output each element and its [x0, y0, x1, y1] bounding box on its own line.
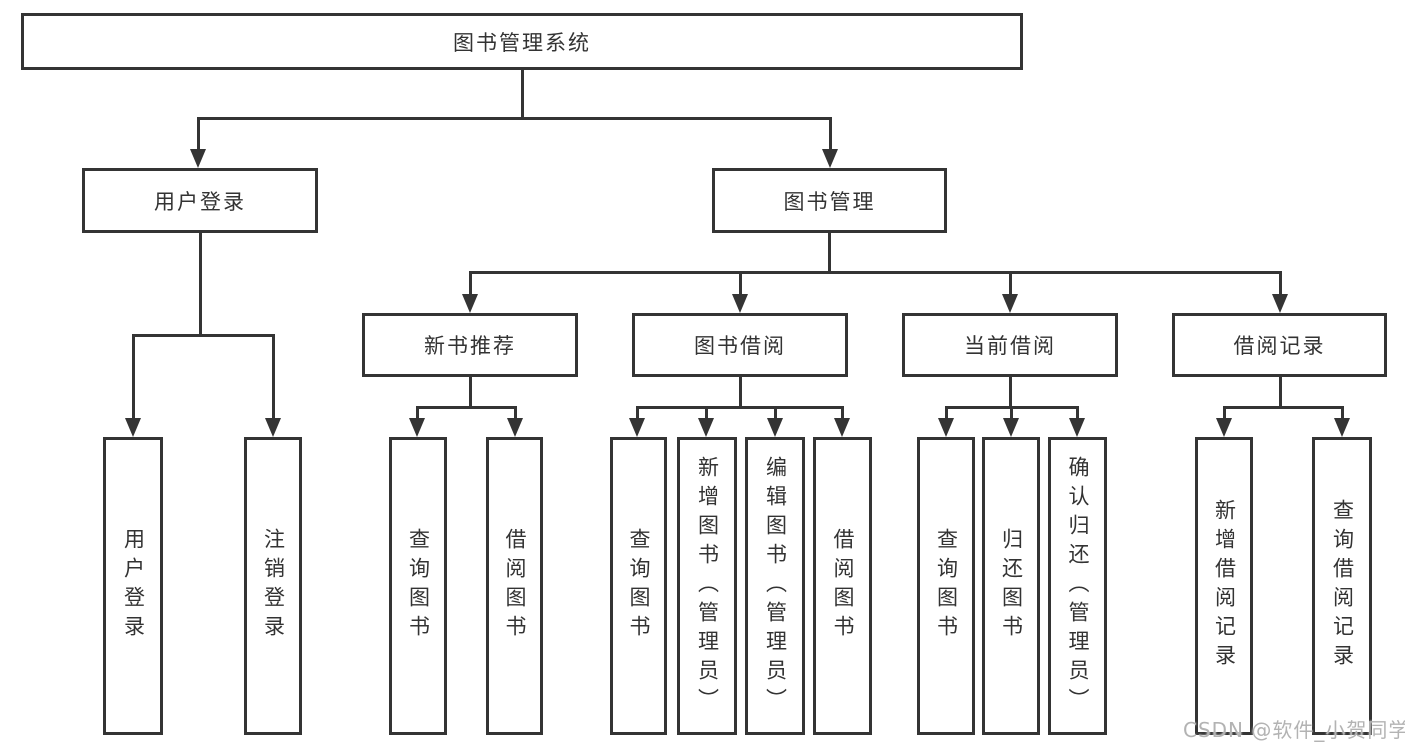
- connector: [415, 406, 517, 409]
- connector: [738, 377, 742, 409]
- leaf-add-books-admin: 新增图书（管理员）: [677, 437, 737, 735]
- connector: [944, 406, 948, 420]
- arrowhead: [507, 418, 523, 437]
- leaf-query-borrow-record: 查询借阅记录: [1312, 437, 1372, 735]
- leaf-logout: 注销登录: [244, 437, 302, 735]
- connector: [513, 406, 517, 420]
- connector: [704, 406, 708, 420]
- arrowhead: [462, 294, 478, 313]
- connector: [1222, 406, 1226, 420]
- arrowhead: [732, 294, 748, 313]
- node-borrowing-records: 借阅记录: [1172, 313, 1387, 377]
- connector: [131, 334, 135, 420]
- arrowhead: [1069, 418, 1085, 437]
- arrowhead: [1334, 418, 1350, 437]
- leaf-label: 借阅图书: [503, 528, 527, 644]
- arrowhead: [938, 418, 954, 437]
- connector: [198, 233, 202, 336]
- leaf-label: 新增图书（管理员）: [695, 455, 720, 717]
- connector: [1222, 406, 1344, 409]
- connector: [773, 406, 777, 420]
- leaf-label: 归还图书: [999, 528, 1024, 644]
- leaf-query-books-recommend: 查询图书: [389, 437, 447, 735]
- root-node-library-system: 图书管理系统: [21, 13, 1023, 70]
- leaf-label: 借阅图书: [831, 528, 855, 644]
- leaf-query-books-current: 查询图书: [917, 437, 975, 735]
- arrowhead: [822, 149, 838, 168]
- connector: [828, 117, 832, 151]
- arrowhead: [629, 418, 645, 437]
- leaf-label: 查询借阅记录: [1330, 499, 1355, 673]
- leaf-query-books-borrow: 查询图书: [610, 437, 667, 735]
- connector: [1340, 406, 1344, 420]
- connector: [415, 406, 419, 420]
- connector: [468, 377, 472, 409]
- node-label: 图书管理: [783, 189, 876, 214]
- arrowhead: [1003, 418, 1019, 437]
- leaf-edit-books-admin: 编辑图书（管理员）: [745, 437, 805, 735]
- arrowhead: [698, 418, 714, 437]
- connector: [1075, 406, 1079, 420]
- leaf-label: 编辑图书（管理员）: [763, 455, 788, 717]
- connector: [1009, 406, 1013, 420]
- connector: [1008, 377, 1012, 409]
- arrowhead: [125, 418, 141, 437]
- leaf-user-login: 用户登录: [103, 437, 163, 735]
- arrowhead: [834, 418, 850, 437]
- leaf-label: 查询图书: [406, 528, 431, 644]
- node-new-book-recommendation: 新书推荐: [362, 313, 578, 377]
- arrowhead: [409, 418, 425, 437]
- arrowhead: [190, 149, 206, 168]
- node-label: 借阅记录: [1233, 334, 1326, 358]
- csdn-watermark: CSDN @软件_小贺同学: [1183, 718, 1405, 742]
- connector: [635, 406, 639, 420]
- leaf-label: 查询图书: [627, 528, 651, 644]
- leaf-label: 用户登录: [121, 528, 146, 644]
- node-label: 当前借阅: [964, 334, 1056, 358]
- connector: [1278, 377, 1282, 409]
- connector: [635, 406, 844, 409]
- connector: [1278, 271, 1282, 296]
- connector: [468, 271, 1282, 274]
- node-user-login: 用户登录: [82, 168, 318, 233]
- connector: [840, 406, 844, 420]
- leaf-label: 注销登录: [261, 528, 286, 644]
- connector: [468, 271, 472, 296]
- leaf-add-borrow-record: 新增借阅记录: [1195, 437, 1253, 735]
- node-label: 图书借阅: [694, 334, 786, 358]
- connector: [131, 334, 275, 337]
- leaf-label: 查询图书: [934, 528, 959, 644]
- leaf-label: 新增借阅记录: [1212, 499, 1237, 673]
- arrowhead: [265, 418, 281, 437]
- connector: [520, 70, 524, 120]
- connector: [196, 117, 200, 151]
- connector: [196, 117, 832, 120]
- leaf-borrow-books: 借阅图书: [813, 437, 872, 735]
- node-book-borrowing: 图书借阅: [632, 313, 848, 377]
- connector: [827, 233, 831, 274]
- arrowhead: [767, 418, 783, 437]
- connector: [271, 334, 275, 420]
- arrowhead: [1002, 294, 1018, 313]
- node-current-borrowing: 当前借阅: [902, 313, 1118, 377]
- node-book-management: 图书管理: [712, 168, 947, 233]
- arrowhead: [1272, 294, 1288, 313]
- node-label: 新书推荐: [424, 334, 516, 358]
- leaf-confirm-return-admin: 确认归还（管理员）: [1048, 437, 1107, 735]
- leaf-borrow-books-recommend: 借阅图书: [486, 437, 543, 735]
- connector: [738, 271, 742, 296]
- root-node-label: 图书管理系统: [453, 30, 591, 55]
- connector: [1008, 271, 1012, 296]
- leaf-return-books: 归还图书: [982, 437, 1040, 735]
- arrowhead: [1216, 418, 1232, 437]
- node-label: 用户登录: [154, 189, 246, 214]
- leaf-label: 确认归还（管理员）: [1066, 455, 1090, 717]
